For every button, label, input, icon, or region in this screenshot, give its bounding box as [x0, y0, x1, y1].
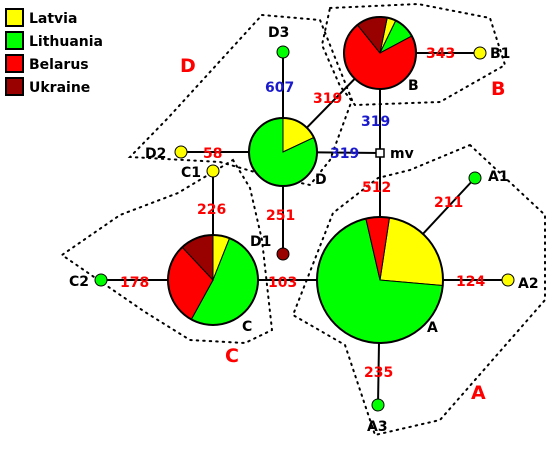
legend-label-belarus: Belarus: [29, 57, 89, 73]
pie-border-d: [248, 117, 318, 187]
edge-label-235: 235: [364, 365, 393, 381]
edges: [101, 52, 508, 406]
label-a2: A2: [518, 276, 539, 292]
legend-swatch-belarus: [5, 54, 24, 73]
edge-label-512: 512: [362, 180, 391, 196]
legend-label-lithuania: Lithuania: [29, 34, 103, 50]
legend-swatch-lithuania: [5, 31, 24, 50]
label-d1: D1: [250, 234, 271, 250]
pie-nodes: [167, 16, 444, 344]
edge-label-226: 226: [197, 202, 226, 218]
legend-swatch-ukraine: [5, 77, 24, 96]
label-d2: D2: [145, 146, 166, 162]
region-b: [320, 2, 507, 107]
edge-label-251: 251: [266, 208, 295, 224]
node-d1[interactable]: [276, 247, 290, 261]
node-c2[interactable]: [94, 273, 108, 287]
label-d3: D3: [268, 25, 289, 41]
node-d2[interactable]: [174, 145, 188, 159]
group-label-d: D: [180, 55, 196, 77]
label-c: C: [242, 319, 252, 335]
edge-label-319-bmv: 319: [361, 114, 390, 130]
edge-label-124: 124: [456, 274, 485, 290]
region-a: [291, 143, 546, 437]
node-a1[interactable]: [468, 171, 482, 185]
pie-border-c: [167, 234, 259, 326]
pie-border-a: [316, 216, 444, 344]
edge-label-319-dmv: 319: [330, 146, 359, 162]
node-a3[interactable]: [371, 398, 385, 412]
node-a2[interactable]: [501, 273, 515, 287]
label-b: B: [408, 78, 419, 94]
pie-border-b: [343, 16, 417, 90]
node-b1[interactable]: [473, 46, 487, 60]
node-d[interactable]: [248, 117, 318, 187]
edge-label-607: 607: [265, 80, 294, 96]
small-nodes: [94, 45, 515, 412]
label-c1: C1: [181, 165, 201, 181]
node-mv[interactable]: [375, 148, 385, 158]
group-label-b: B: [491, 78, 505, 100]
label-mv: mv: [390, 146, 414, 162]
node-b[interactable]: [343, 16, 417, 90]
label-d: D: [315, 172, 327, 188]
group-label-c: C: [225, 345, 239, 367]
node-c1[interactable]: [206, 164, 220, 178]
legend-label-latvia: Latvia: [29, 11, 77, 27]
legend-label-ukraine: Ukraine: [29, 80, 90, 96]
node-d3[interactable]: [276, 45, 290, 59]
legend: Latvia Lithuania Belarus Ukraine: [5, 8, 103, 96]
edge-label-58: 58: [203, 146, 222, 162]
label-b1: B1: [490, 46, 510, 62]
node-c[interactable]: [167, 234, 259, 326]
legend-swatch-latvia: [5, 8, 24, 27]
pie-slice-a-latvia: [379, 217, 444, 287]
edge-labels: 343 319 319 607 58 319 512 251 226 211 1…: [120, 46, 485, 381]
edge-label-343: 343: [426, 46, 455, 62]
node-labels: A B C D A1 A2 A3 B1 C1 C2 D1 D2 D3 mv: [69, 25, 539, 435]
group-regions: [60, 2, 546, 437]
label-a1: A1: [488, 169, 509, 185]
edge-label-103: 103: [268, 275, 297, 291]
group-label-a: A: [471, 382, 486, 404]
label-a: A: [427, 320, 438, 336]
group-labels: A B C D: [180, 55, 505, 404]
region-c: [60, 158, 274, 345]
edge-label-319-bd: 319: [313, 91, 342, 107]
edge-label-211: 211: [434, 195, 463, 211]
label-c2: C2: [69, 274, 89, 290]
edge-label-178: 178: [120, 275, 149, 291]
label-a3: A3: [367, 419, 388, 435]
node-a[interactable]: [316, 216, 444, 344]
region-d: [127, 13, 354, 187]
